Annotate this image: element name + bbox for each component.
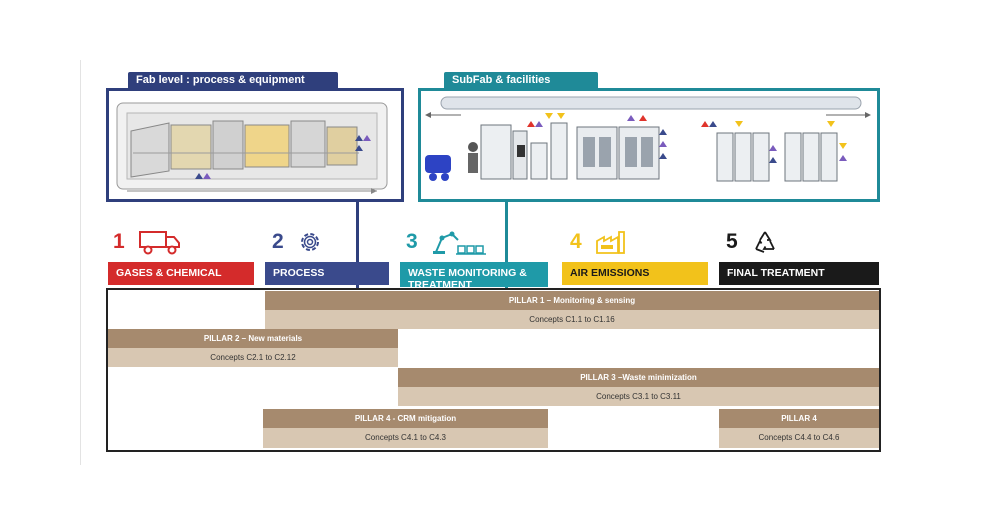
recycle-icon (755, 231, 775, 253)
category-4-number: 4 (570, 230, 582, 253)
category-4-label: AIR EMISSIONS (570, 267, 650, 279)
pillar-4b-title: PILLAR 4 (719, 409, 879, 428)
gear-icon (301, 233, 319, 251)
factory-icon (596, 231, 625, 254)
fab-equipment-illustration (116, 102, 388, 194)
category-5-bar: FINAL TREATMENT (719, 262, 879, 285)
pillar-3-concepts: Concepts C3.1 to C3.11 (398, 387, 879, 406)
pillar-4a-title: PILLAR 4 - CRM mitigation (263, 409, 548, 428)
page-divider-line (80, 60, 81, 465)
pillar-1-title: PILLAR 1 – Monitoring & sensing (265, 291, 879, 310)
category-2-bar: PROCESS (265, 262, 389, 285)
subfab-panel (418, 88, 880, 202)
category-3-number: 3 (406, 230, 418, 253)
subfab-panel-title: SubFab & facilities (452, 74, 551, 86)
subfab-equipment-illustration (425, 96, 871, 182)
category-1-label: GASES & CHEMICAL (116, 267, 222, 279)
category-3-bar: WASTE MONITORING & TREATMENT (400, 262, 548, 287)
subfab-panel-tab: SubFab & facilities (444, 72, 598, 89)
fab-panel-title: Fab level : process & equipment (136, 74, 305, 86)
pillar-3-title: PILLAR 3 –Waste minimization (398, 368, 879, 387)
fab-panel (106, 88, 404, 202)
pillar-4a-concepts: Concepts C4.1 to C4.3 (263, 428, 548, 448)
fab-panel-tab: Fab level : process & equipment (128, 72, 338, 89)
category-3-label: WASTE MONITORING & TREATMENT (408, 267, 527, 287)
category-2-number: 2 (272, 230, 284, 253)
pillar-grid: PILLAR 1 – Monitoring & sensing Concepts… (106, 288, 881, 452)
category-4-bar: AIR EMISSIONS (562, 262, 708, 285)
category-1-bar: GASES & CHEMICAL (108, 262, 254, 285)
category-2-label: PROCESS (273, 267, 325, 279)
truck-icon (139, 231, 180, 255)
category-5-label: FINAL TREATMENT (727, 267, 825, 279)
robot-arm-icon (433, 231, 486, 255)
fab-connector-line (356, 202, 359, 288)
pillar-2-title: PILLAR 2 – New materials (108, 329, 398, 348)
pillar-1-concepts: Concepts C1.1 to C1.16 (265, 310, 879, 329)
pillar-2-concepts: Concepts C2.1 to C2.12 (108, 348, 398, 367)
subfab-connector-line (505, 202, 508, 288)
category-5-number: 5 (726, 230, 738, 253)
category-1-number: 1 (113, 230, 125, 253)
pillar-4b-concepts: Concepts C4.4 to C4.6 (719, 428, 879, 448)
